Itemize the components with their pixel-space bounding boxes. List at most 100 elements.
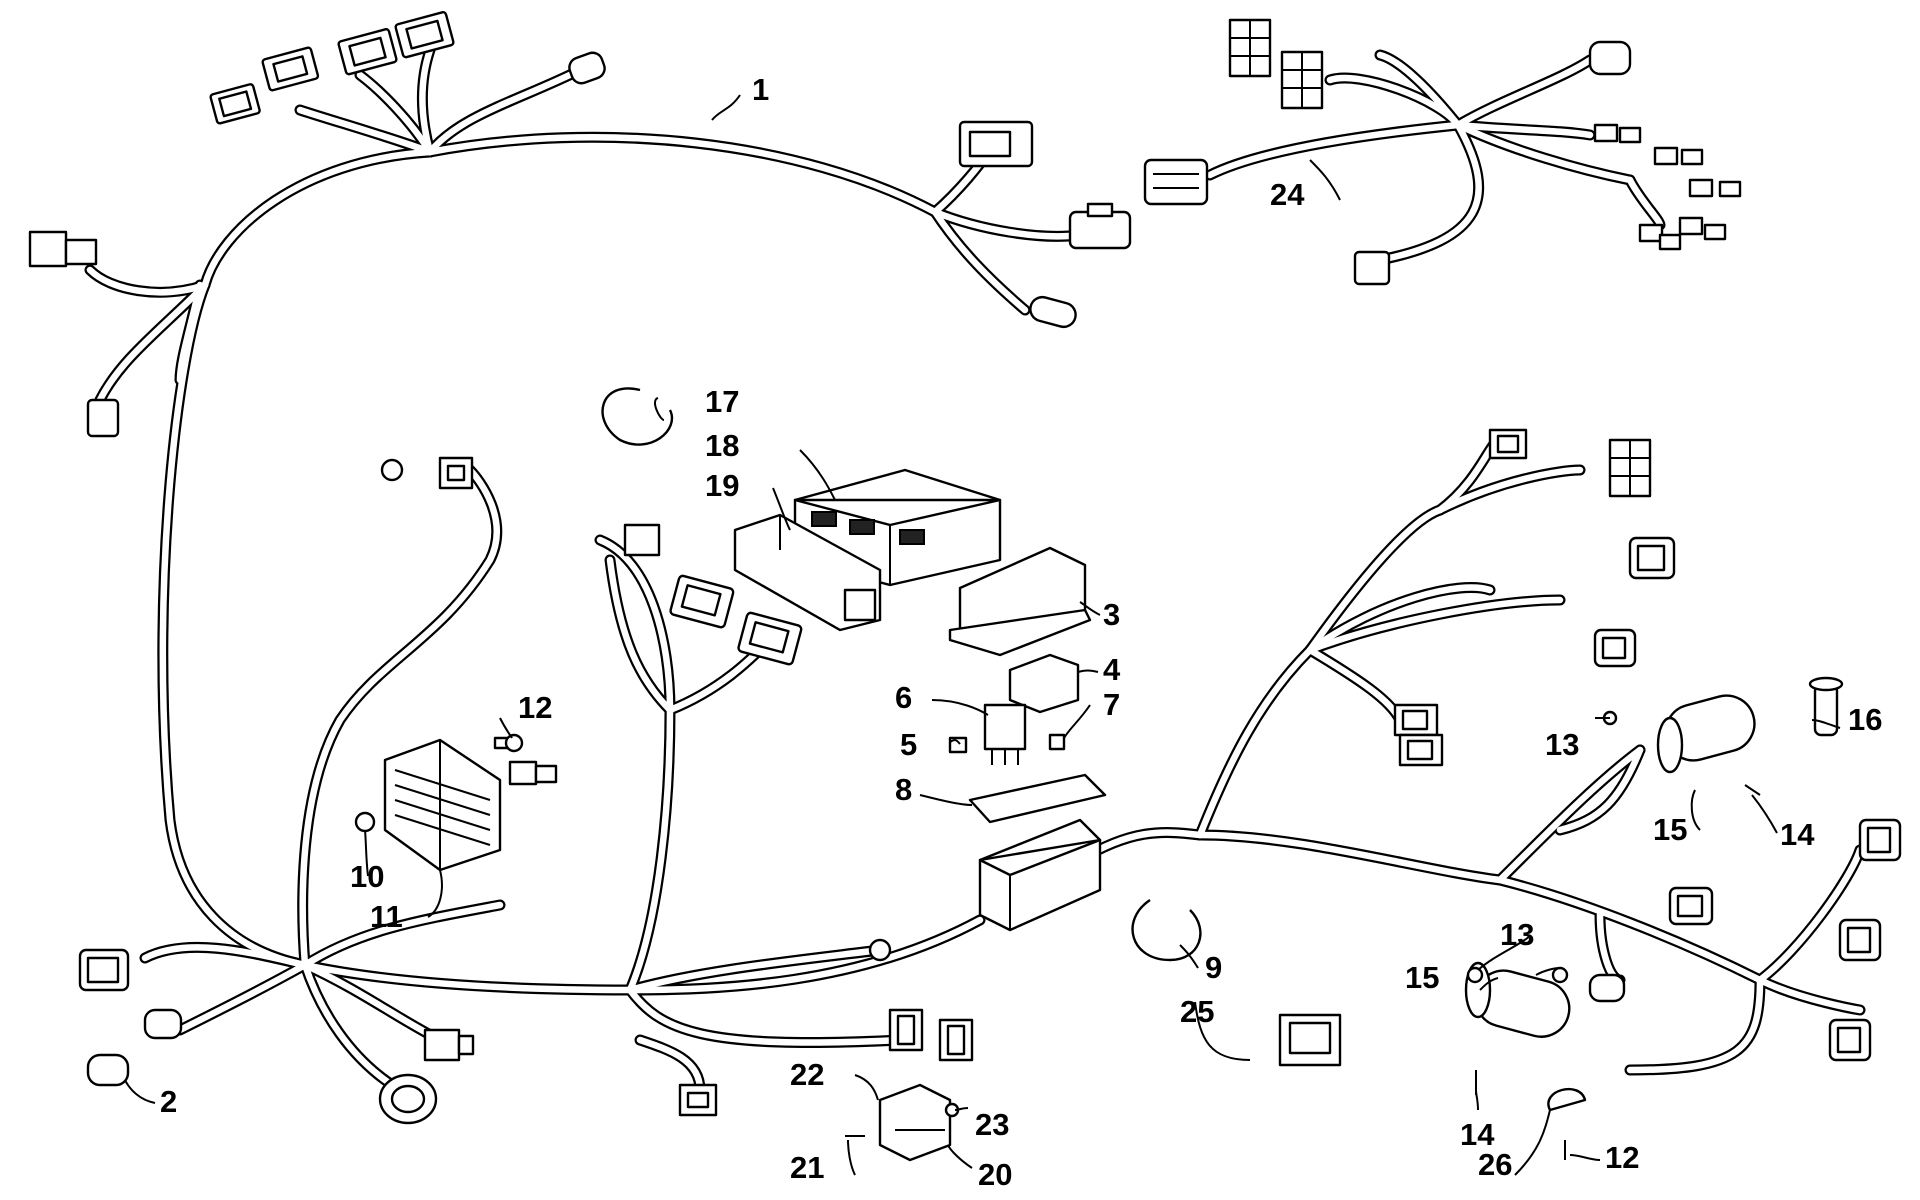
callout-26: 26 <box>1478 1147 1512 1182</box>
harness-wire-casing <box>199 146 436 291</box>
harness-wire-core <box>356 71 434 156</box>
motor-15a <box>1656 694 1756 774</box>
callout-22: 22 <box>790 1057 824 1092</box>
harness-wire-core <box>1196 646 1314 839</box>
callout-1: 1 <box>752 72 769 107</box>
harness-wire-core <box>1306 584 1494 654</box>
harness-wire-core <box>1756 976 1864 1014</box>
harness-wire-core <box>931 208 1084 240</box>
relay-4 <box>1008 653 1080 714</box>
callout-11: 11 <box>370 899 403 934</box>
harness-wire-core <box>96 286 204 404</box>
callout-21: 21 <box>790 1150 824 1185</box>
harness-wire-core <box>1596 911 1624 984</box>
harness-wire-core <box>301 961 634 994</box>
callout-15a: 15 <box>1653 812 1687 847</box>
harness-wire-core <box>1454 121 1634 184</box>
circuit-board-8 <box>968 773 1107 824</box>
harness-wire-core <box>1306 596 1564 654</box>
harness-wire-core <box>141 944 309 969</box>
connectors <box>28 11 1902 1125</box>
harness-wire-core <box>1306 506 1444 654</box>
callout-24: 24 <box>1270 177 1305 212</box>
fuse-cover-3 <box>948 546 1092 657</box>
regulator-11 <box>383 738 502 872</box>
callout-12b: 12 <box>1605 1140 1639 1175</box>
harness-wire-core <box>931 208 1029 314</box>
harness-wire-core <box>1626 176 1664 229</box>
callout-18: 18 <box>705 428 739 463</box>
harness-wire-casing <box>594 534 676 996</box>
harness-wire-core <box>1376 121 1482 264</box>
harness-wire-core <box>1626 976 1764 1074</box>
harness-wire-core <box>1496 746 1644 884</box>
fuse-block <box>978 818 1102 932</box>
harness-wire-core <box>1454 56 1594 129</box>
relay-6 <box>983 703 1027 765</box>
harness-wire-core <box>86 266 209 296</box>
callout-17: 17 <box>705 384 739 419</box>
callout-19: 19 <box>705 468 739 503</box>
harness-wire-core <box>1556 746 1644 834</box>
harness-wire-core <box>1206 121 1462 179</box>
nut-13b <box>1466 966 1484 984</box>
callout-14a: 14 <box>1780 817 1815 852</box>
harness-wire-core <box>626 986 904 1046</box>
callout-9: 9 <box>1205 950 1222 985</box>
nut-13c <box>1551 966 1569 984</box>
module-19 <box>733 513 882 632</box>
harness-wire-core <box>606 556 674 714</box>
harness-wire-core <box>636 1036 704 1094</box>
harness-wire-core <box>176 961 309 1034</box>
callout-12a: 12 <box>518 690 552 725</box>
callout-8: 8 <box>895 772 912 807</box>
callout-13a: 13 <box>1545 727 1579 762</box>
harness-wire-core <box>296 106 434 156</box>
harness-wire-core <box>301 961 404 1094</box>
clamp-17 <box>601 387 674 446</box>
callout-16: 16 <box>1848 702 1882 737</box>
callout-4: 4 <box>1103 652 1121 687</box>
harness-wire-core <box>426 133 939 216</box>
harness-wire-casing <box>1374 119 1485 266</box>
callout-25: 25 <box>1180 994 1214 1029</box>
harness-wire-core <box>1326 74 1462 129</box>
harness-wire-core <box>299 466 500 969</box>
harness-wire-casing <box>1624 974 1766 1076</box>
clip-26 <box>1547 1087 1587 1112</box>
harness-wire-core <box>201 148 434 289</box>
callout-10: 10 <box>350 859 384 894</box>
harness-wire-core <box>176 281 204 384</box>
harness-wire-core <box>626 946 884 994</box>
screw-14a <box>1744 784 1761 796</box>
harness-wire-casing <box>624 984 906 1049</box>
harness-wire-core <box>1436 466 1584 514</box>
harness-wire-core <box>1756 846 1864 984</box>
callout-5: 5 <box>900 727 917 762</box>
harness-wire-core <box>419 46 434 156</box>
callout-15b: 15 <box>1405 960 1439 995</box>
callout-3: 3 <box>1103 597 1120 632</box>
harness-wire-casing <box>424 131 941 218</box>
harness-wires <box>84 44 1866 1096</box>
callout-6: 6 <box>895 680 912 715</box>
sensor-20 <box>878 1083 952 1162</box>
callout-23: 23 <box>975 1107 1009 1142</box>
harness-wire-core <box>1454 121 1594 139</box>
callout-labels: 1 2 3 4 5 6 7 8 9 10 11 12 12 13 13 14 1… <box>160 72 1882 1192</box>
callout-20: 20 <box>978 1157 1012 1192</box>
nut-10 <box>354 811 376 833</box>
leader-lines <box>124 94 1841 1176</box>
callout-13b: 13 <box>1500 917 1534 952</box>
harness-wire-casing <box>1194 644 1316 841</box>
callout-14b: 14 <box>1460 1117 1495 1152</box>
harness-wire-casing <box>1204 119 1464 181</box>
bolt-12a <box>493 733 524 753</box>
fuse-5 <box>948 736 968 754</box>
harness-wire-core <box>426 66 584 156</box>
components <box>354 387 1844 1162</box>
harness-wire-core <box>301 901 504 969</box>
harness-wire-casing <box>297 464 503 971</box>
harness-wire-core <box>626 916 984 994</box>
